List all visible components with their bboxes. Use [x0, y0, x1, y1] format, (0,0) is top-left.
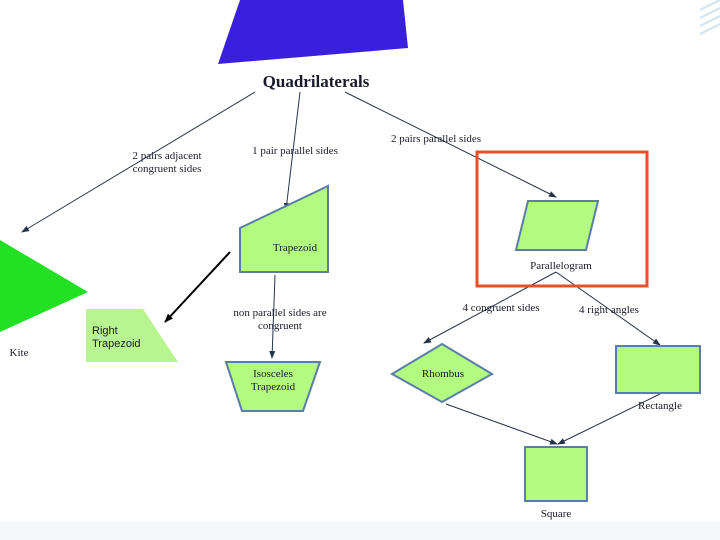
- rhombus-label: Rhombus: [421, 368, 465, 380]
- right-trapezoid-label: Right Trapezoid: [92, 325, 141, 350]
- isosceles-trapezoid-label: Isosceles Trapezoid: [250, 368, 296, 393]
- rhombus-shape: [390, 342, 494, 404]
- parallelogram-shape: [514, 200, 600, 251]
- trapezoid-label: Trapezoid: [272, 242, 318, 254]
- edge-label-four-right-angles: 4 right angles: [579, 304, 639, 316]
- arrow-rectangle-to-square: [557, 393, 661, 445]
- arrow-to-right-trapezoid: [164, 251, 231, 323]
- top-blue-shape: [218, 0, 408, 64]
- kite-label: Kite: [9, 347, 29, 359]
- rectangle-shape: [615, 345, 701, 394]
- edge-label-adjacent-congruent: 2 pairs adjacent congruent sides: [132, 150, 202, 175]
- edge-label-four-congruent: 4 congruent sides: [462, 302, 540, 314]
- edge-label-non-parallel-congruent: non parallel sides are congruent: [233, 307, 327, 332]
- corner-decoration: [699, 0, 720, 35]
- arrow-to-kite: [21, 91, 256, 233]
- arrow-to-parallelogram: [344, 91, 557, 198]
- arrow-to-rhombus: [423, 271, 557, 344]
- highlight-box: [475, 150, 649, 288]
- right-trapezoid-shape: [86, 309, 178, 362]
- edge-label-two-pairs-parallel: 2 pairs parallel sides: [390, 133, 482, 145]
- diagram-title: Quadrilaterals: [262, 72, 370, 91]
- parallelogram-label: Parallelogram: [530, 260, 592, 272]
- footer-bar: [0, 522, 720, 540]
- trapezoid-shape: [239, 184, 329, 273]
- square-shape: [524, 446, 588, 502]
- arrow-to-isosceles: [269, 274, 276, 359]
- arrow-rhombus-to-square: [445, 403, 558, 445]
- edge-label-one-pair-parallel: 1 pair parallel sides: [252, 145, 338, 157]
- arrow-to-trapezoid: [283, 91, 301, 211]
- connector-arrows: [21, 91, 661, 445]
- isosceles-trapezoid-shape: [224, 361, 322, 412]
- rectangle-label: Rectangle: [638, 400, 682, 412]
- kite-shape: [0, 240, 88, 332]
- arrow-to-rectangle: [555, 271, 661, 346]
- square-label: Square: [540, 508, 572, 520]
